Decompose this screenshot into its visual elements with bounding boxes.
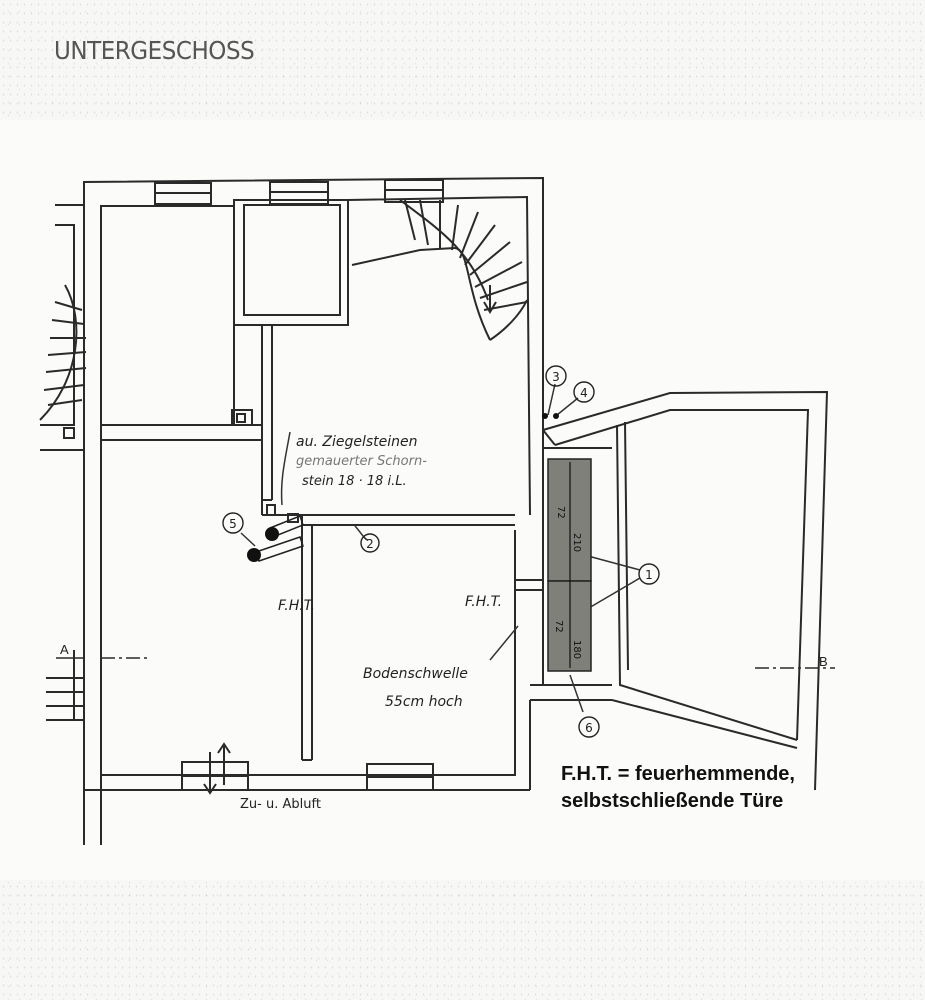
room-upper-left	[101, 205, 262, 441]
section-label-b: B	[819, 654, 828, 669]
legend-equals: =	[617, 763, 630, 785]
shelf-units	[547, 458, 592, 672]
chimney-note-line-2: gemauerter Schorn-	[296, 454, 427, 469]
marker-3-circle	[545, 365, 567, 387]
flue-pipes	[247, 413, 559, 562]
marker-6-circle	[578, 716, 600, 738]
legend-abbr: F.H.T.	[561, 763, 613, 785]
dim-upper-height: 210	[571, 533, 582, 552]
threshold-note-line-2: 55cm hoch	[385, 694, 463, 710]
right-annex	[530, 390, 829, 791]
air-arrows	[203, 742, 231, 795]
legend-line-1-text: feuerhemmende,	[634, 763, 795, 785]
marker-4: 4	[580, 386, 588, 400]
chimney-note-line-3: stein 18 · 18 i.L.	[302, 474, 407, 489]
door-label-left: F.H.T.	[278, 598, 315, 614]
marker-4-circle	[573, 381, 595, 403]
threshold-note-line-1: Bodenschwelle	[363, 666, 468, 682]
marker-1: 1	[645, 568, 653, 582]
marker-2-circle	[360, 533, 380, 553]
marker-6: 6	[585, 721, 593, 735]
pipe-dot-lower	[247, 548, 261, 562]
section-label-a: A	[60, 642, 69, 657]
legend-line-1: F.H.T. = feuerhemmende,	[561, 761, 795, 788]
outer-wall	[83, 176, 544, 845]
legend: F.H.T. = feuerhemmende, selbstschließend…	[561, 761, 795, 815]
dim-lower-width: 72	[553, 620, 564, 633]
top-windows	[154, 179, 444, 205]
page-title: UNTERGESCHOSS	[54, 36, 255, 65]
pipe-dot-upper	[265, 527, 279, 541]
marker-2: 2	[366, 537, 374, 551]
legend-line-2: selbstschließende Türe	[561, 790, 784, 812]
marker-5: 5	[229, 517, 237, 531]
spiral-staircase	[351, 199, 528, 341]
corridor-partition	[262, 499, 543, 761]
chimney-room	[233, 199, 349, 515]
marker-5-circle	[222, 512, 244, 534]
section-marks	[56, 657, 835, 669]
marker-1-circle	[638, 563, 660, 585]
dim-upper-width: 72	[555, 506, 566, 519]
left-stair-steps	[46, 650, 84, 721]
bottom-windows	[181, 761, 434, 791]
door-label-right: F.H.T.	[465, 594, 502, 610]
left-staircase	[39, 204, 87, 451]
chimney-note-line-1: au. Ziegelsteinen	[296, 434, 417, 450]
marker-3: 3	[552, 370, 560, 384]
dim-lower-height: 180	[571, 640, 582, 659]
air-note: Zu- u. Abluft	[240, 797, 321, 812]
